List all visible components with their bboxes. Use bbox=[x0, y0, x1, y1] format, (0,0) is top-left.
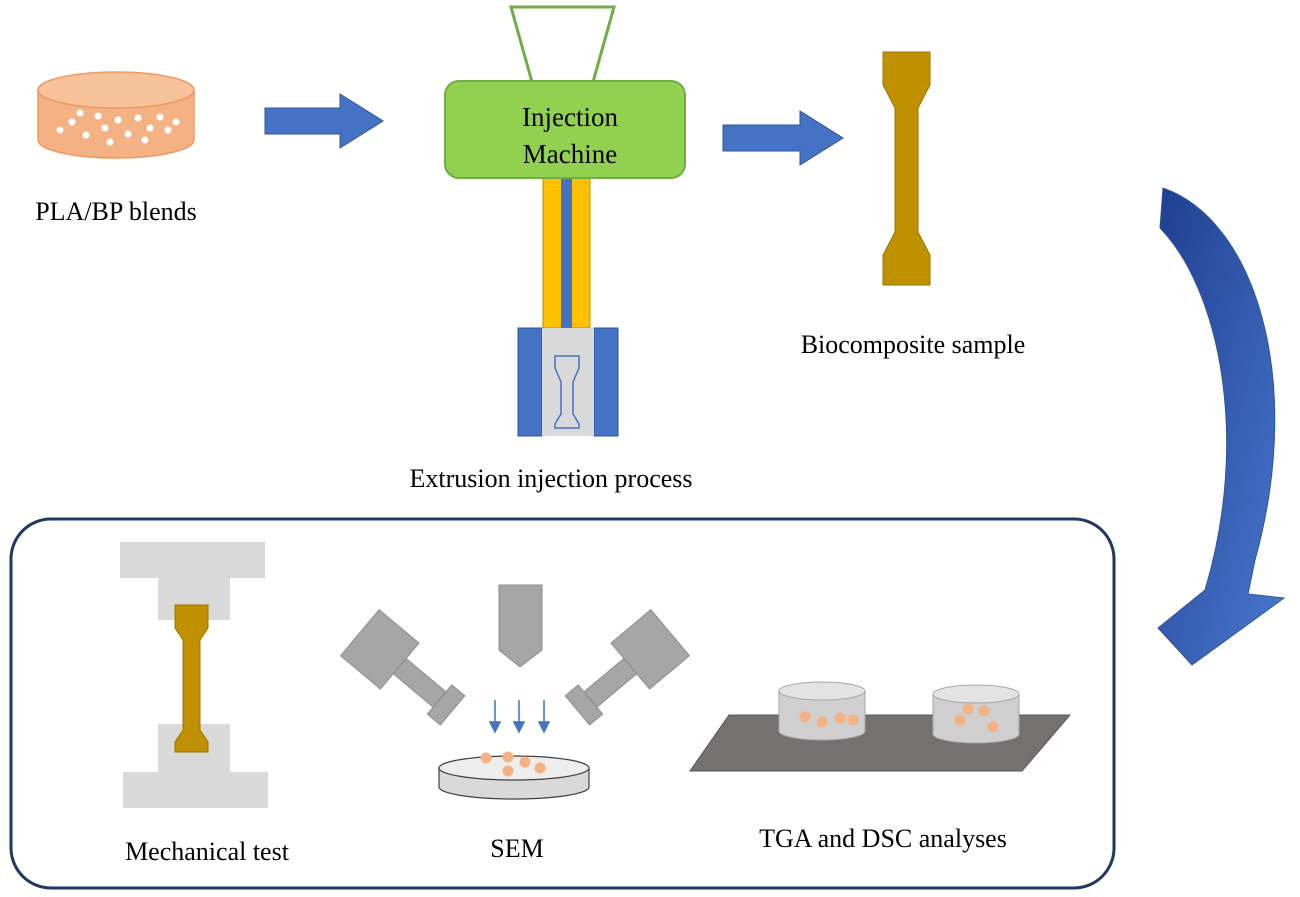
extrusion-process-label: Extrusion injection process bbox=[409, 464, 692, 493]
hopper-icon bbox=[509, 5, 616, 84]
analyses-frame bbox=[9, 517, 1116, 890]
arrow-right-icon bbox=[722, 110, 844, 166]
injection-machine-box bbox=[444, 80, 686, 179]
pla-bp-blends-label: PLA/BP blends bbox=[35, 197, 197, 226]
mechanical-test-label: Mechanical test bbox=[125, 837, 290, 866]
pla-bp-blend-dish-icon bbox=[37, 71, 195, 159]
sem-instrument-icon bbox=[339, 584, 691, 800]
tga-dsc-setup-icon bbox=[689, 681, 1072, 772]
tga-dsc-label: TGA and DSC analyses bbox=[759, 824, 1007, 853]
biocomposite-sample-icon bbox=[882, 51, 931, 286]
arrow-right-icon bbox=[264, 93, 384, 149]
injection-machine-label-line1: Injection bbox=[522, 102, 618, 132]
sem-label: SEM bbox=[490, 834, 543, 863]
mold-icon bbox=[517, 327, 619, 437]
tensile-tester-icon bbox=[120, 542, 268, 808]
injection-nozzle-icon bbox=[542, 176, 591, 346]
injection-machine-label-line2: Machine bbox=[523, 139, 617, 169]
curved-arrow-icon bbox=[1157, 187, 1286, 666]
sample-pan-icon bbox=[778, 681, 866, 741]
sample-pan-icon bbox=[932, 684, 1020, 744]
biocomposite-sample-label: Biocomposite sample bbox=[801, 330, 1026, 359]
